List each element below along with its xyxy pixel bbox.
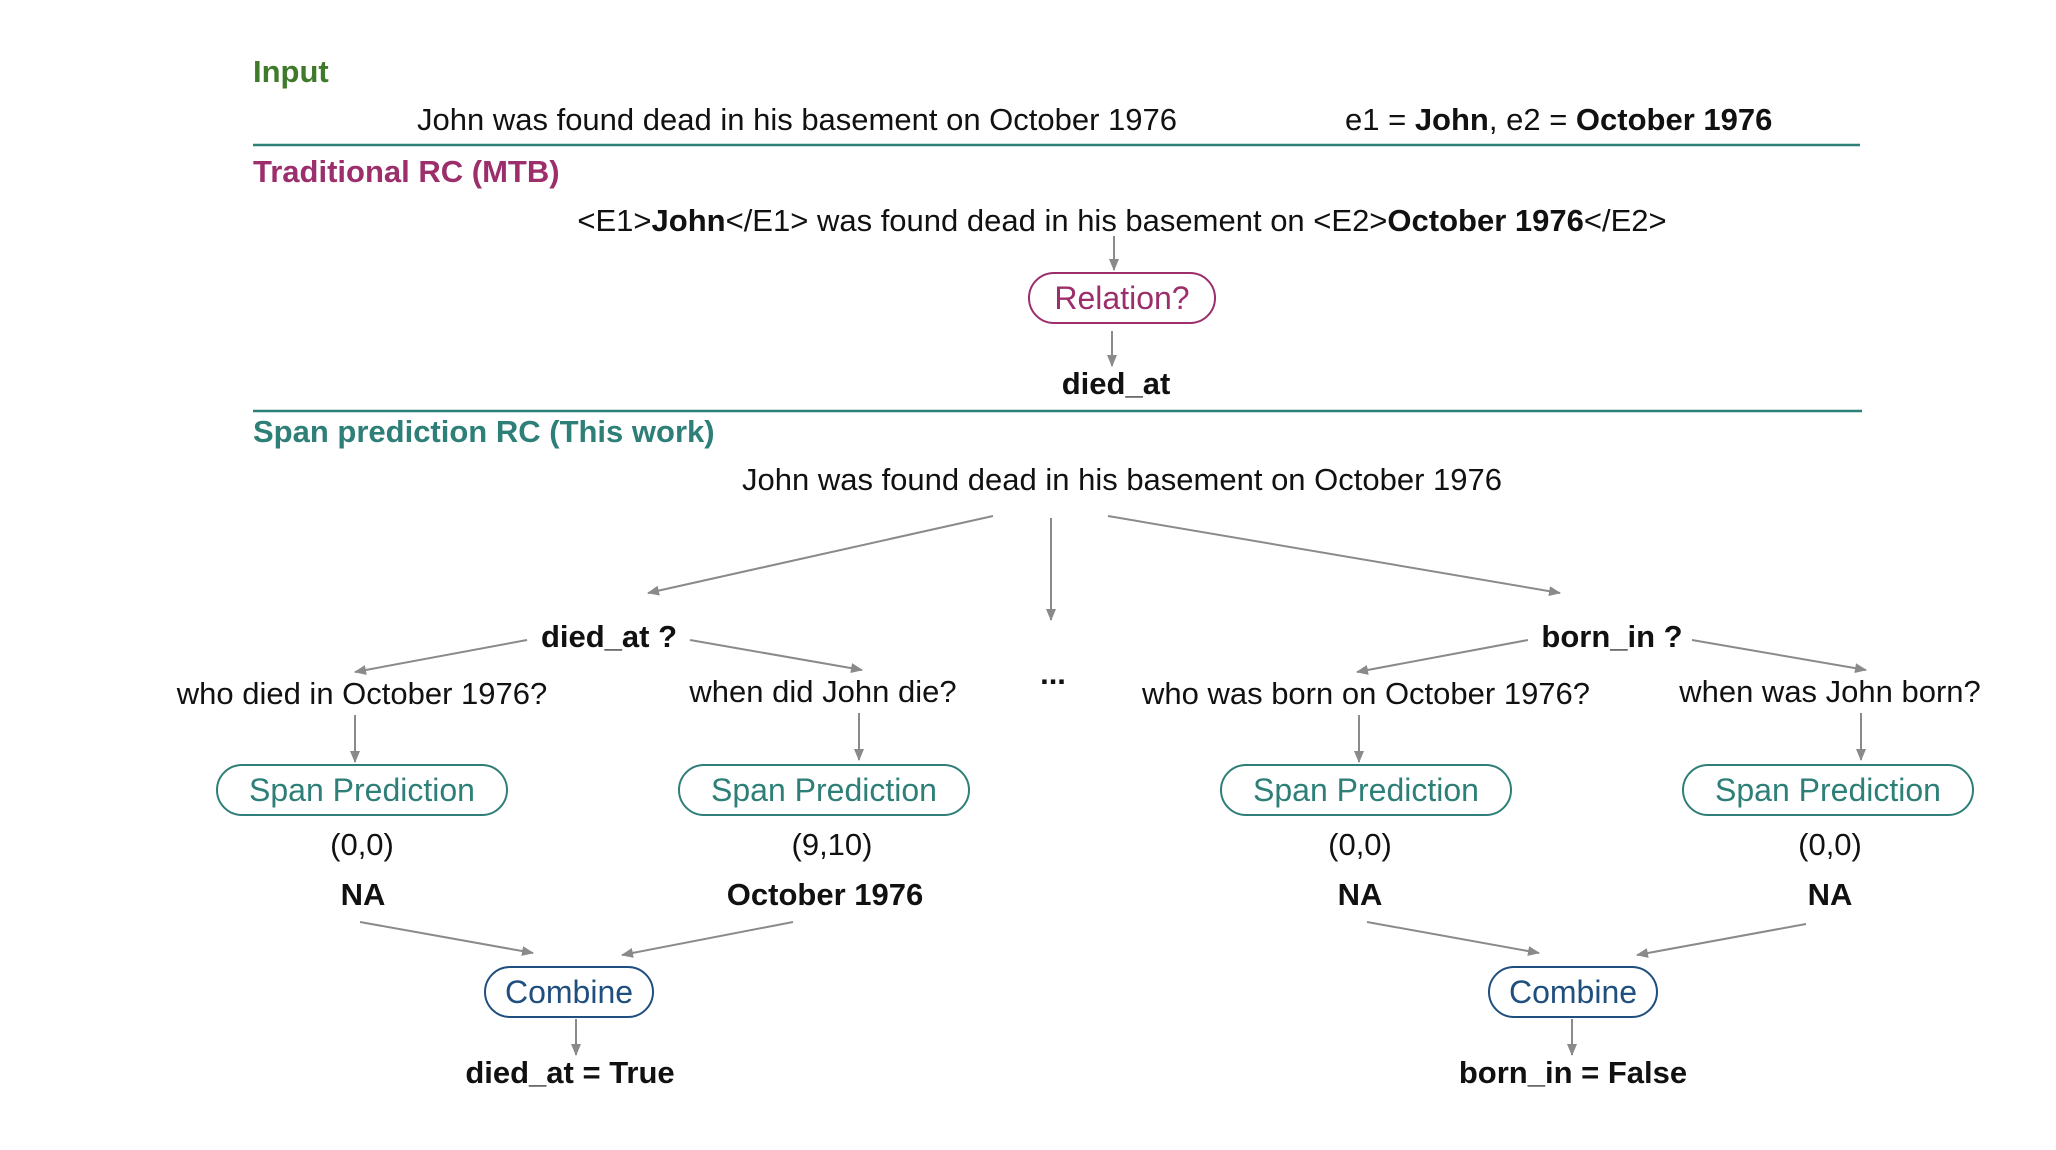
arrow-sentence-to-born-in — [1107, 515, 1561, 597]
span-header: Span prediction RC (This work) — [253, 414, 715, 449]
tagged-e1: John — [651, 203, 726, 238]
span-answer: NA — [1807, 877, 1853, 912]
span-answer: October 1976 — [726, 877, 924, 912]
question-text: when did John die? — [689, 674, 957, 709]
span-answer: NA — [1337, 877, 1383, 912]
e2-label: , e2 = — [1488, 102, 1576, 137]
span-indices: (0,0) — [1328, 827, 1392, 862]
e2-value: October 1976 — [1575, 102, 1773, 137]
question-text: who died in October 1976? — [176, 676, 548, 711]
relation-result: born_in = False — [1458, 1055, 1688, 1090]
e2-open-tag: <E2> — [1313, 203, 1388, 238]
entity-spec: e1 = John, e2 = October 1976 — [1345, 102, 1772, 138]
input-header: Input — [253, 54, 329, 89]
span-answer: NA — [340, 877, 386, 912]
e1-close-tag: </E1> — [725, 203, 809, 238]
span-prediction-box: Span Prediction — [216, 764, 508, 816]
e1-label: e1 = — [1345, 102, 1415, 137]
question-text: when was John born? — [1679, 674, 1981, 709]
span-indices: (0,0) — [330, 827, 394, 862]
combine-box: Combine — [1488, 966, 1658, 1018]
arrow-died-at-to-q1 — [354, 639, 528, 675]
tagged-middle: was found dead in his basement on — [808, 203, 1314, 238]
traditional-header: Traditional RC (MTB) — [253, 154, 560, 189]
e1-value: John — [1414, 102, 1489, 137]
span-prediction-box: Span Prediction — [678, 764, 970, 816]
arrow-died-at-to-q2 — [689, 639, 863, 674]
relation-result: died_at = True — [465, 1055, 675, 1090]
arrow-na-to-combine — [359, 921, 534, 956]
combine-box: Combine — [484, 966, 654, 1018]
arrow-born-in-to-q1 — [1356, 639, 1529, 675]
span-indices: (9,10) — [791, 827, 873, 862]
more-relations-ellipsis: ... — [1040, 656, 1066, 691]
span-indices: (0,0) — [1798, 827, 1862, 862]
e2-close-tag: </E2> — [1583, 203, 1667, 238]
span-prediction-box: Span Prediction — [1220, 764, 1512, 816]
relation-output: died_at — [1061, 366, 1171, 401]
relation-label-born-in: born_in ? — [1541, 619, 1683, 654]
e1-open-tag: <E1> — [577, 203, 652, 238]
question-text: who was born on October 1976? — [1141, 676, 1591, 711]
tagged-e2: October 1976 — [1387, 203, 1584, 238]
tagged-sentence: <E1>John</E1> was found dead in his base… — [577, 203, 1666, 239]
arrow-october-to-combine — [621, 921, 794, 958]
input-sentence: John was found dead in his basement on O… — [417, 102, 1178, 137]
arrow-na4-to-combine — [1636, 923, 1807, 958]
relation-box: Relation? — [1028, 272, 1216, 324]
relation-label-died-at: died_at ? — [540, 619, 678, 654]
span-prediction-box: Span Prediction — [1682, 764, 1974, 816]
arrow-born-in-to-q2 — [1691, 639, 1867, 674]
span-sentence: John was found dead in his basement on O… — [741, 462, 1503, 497]
arrow-na3-to-combine — [1366, 921, 1540, 956]
arrow-sentence-to-died-at — [647, 515, 994, 596]
